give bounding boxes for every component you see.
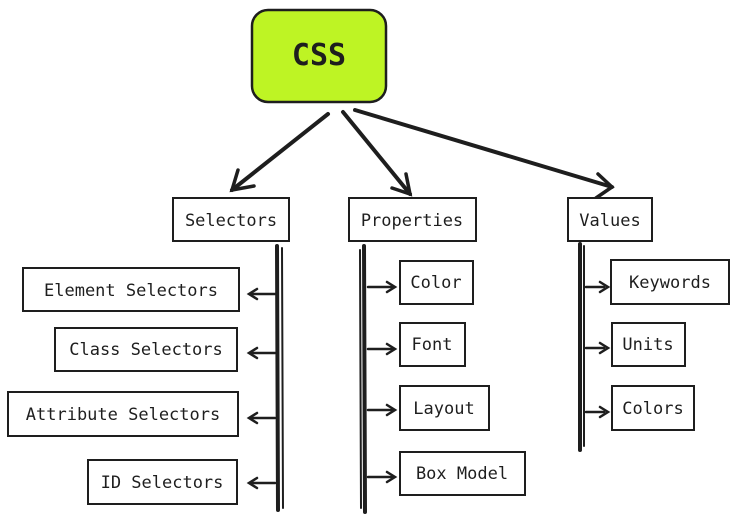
properties-item-font: Font bbox=[412, 335, 453, 355]
arrowhead-class-selectors bbox=[246, 346, 259, 360]
arrow-root-to-properties bbox=[341, 110, 412, 196]
values-item-keywords: Keywords bbox=[629, 273, 711, 293]
arrow-root-to-values bbox=[353, 108, 614, 189]
selectors-item-id: ID Selectors bbox=[101, 473, 224, 493]
branch-properties: Properties Color Font Layout Box Model bbox=[348, 197, 526, 514]
arrowhead-attribute-selectors bbox=[246, 411, 259, 425]
root-node: CSS bbox=[250, 8, 388, 104]
branch-values: Values Keywords Units Colors bbox=[567, 197, 730, 452]
properties-item-box-model: Box Model bbox=[416, 464, 508, 484]
root-label: CSS bbox=[292, 38, 346, 73]
properties-spine-inner bbox=[359, 249, 362, 509]
arrowhead-root-to-values bbox=[594, 172, 615, 200]
arrow-root-to-selectors bbox=[230, 112, 330, 192]
properties-item-layout: Layout bbox=[413, 399, 474, 419]
arrowhead-font bbox=[385, 342, 398, 356]
selectors-spine-inner bbox=[281, 247, 284, 509]
selectors-item-attribute: Attribute Selectors bbox=[26, 405, 220, 425]
values-item-colors: Colors bbox=[622, 399, 683, 419]
branch-selectors: Selectors Element Selectors Class Select… bbox=[7, 197, 290, 512]
selectors-item-element: Element Selectors bbox=[44, 281, 218, 301]
selectors-spine bbox=[275, 244, 280, 512]
arrowhead-box-model bbox=[385, 470, 398, 484]
arrowhead-keywords bbox=[598, 280, 611, 294]
properties-item-color: Color bbox=[410, 273, 461, 293]
properties-spine bbox=[362, 244, 367, 514]
root-connectors bbox=[229, 108, 615, 200]
branch-label-properties: Properties bbox=[361, 211, 463, 231]
arrowhead-layout bbox=[385, 403, 398, 417]
arrowhead-units bbox=[598, 341, 611, 355]
arrowhead-element-selectors bbox=[246, 287, 259, 301]
branch-label-selectors: Selectors bbox=[185, 211, 277, 231]
arrowhead-root-to-properties bbox=[390, 172, 413, 197]
selectors-item-class: Class Selectors bbox=[69, 340, 223, 360]
values-item-units: Units bbox=[622, 335, 673, 355]
arrowhead-root-to-selectors bbox=[229, 168, 256, 193]
branch-label-values: Values bbox=[579, 211, 640, 231]
arrowhead-id-selectors bbox=[246, 476, 259, 490]
arrowhead-color bbox=[385, 280, 398, 294]
arrowhead-colors bbox=[598, 405, 611, 419]
